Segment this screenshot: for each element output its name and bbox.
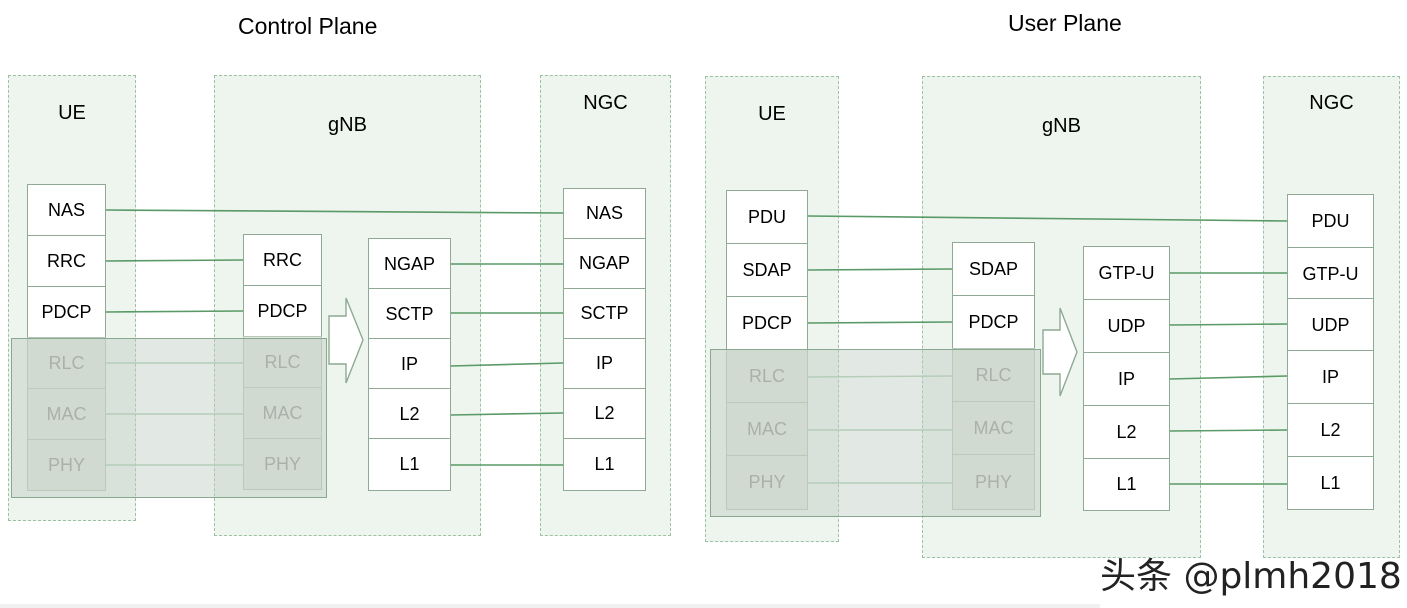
cp-gnb-layer-pdcp: PDCP [243,285,322,337]
cp-link-rrc [105,259,244,262]
up-ngc-layer-udp: UDP [1287,298,1374,352]
cp-gnb-layer-ngap: NGAP [368,238,451,290]
cp-gnb-layer-rrc: RRC [243,234,322,286]
up-gnb-layer-udp: UDP [1083,299,1170,353]
up-link-sdap [807,268,953,271]
cp-ngc-label: NGC [583,92,628,114]
up-gnb-label: gNB [1042,115,1081,137]
up-link-l2 [1169,429,1288,432]
cp-gnb-layer-sctp: SCTP [368,288,451,340]
cp-ngc-layer-l2: L2 [563,388,646,439]
up-gnb-layer-pdcp: PDCP [952,295,1035,349]
up-ue-layer-phy: PHY [726,455,808,510]
up-link-rlc [807,375,953,378]
cp-ngc-layer-l1: L1 [563,438,646,491]
up-link-pdu [807,215,1288,222]
up-gnb-layer-mac: MAC [952,401,1035,455]
cp-ue-label: UE [58,102,86,124]
up-ue-layer-sdap: SDAP [726,243,808,297]
up-gnb-layer-gtpu: GTP-U [1083,246,1170,300]
watermark: 头条 @plmh2018 [1100,556,1402,597]
cp-link-ip [450,362,564,367]
cp-ngc-layer-ip: IP [563,338,646,389]
bottom-divider [0,604,1100,608]
cp-gnb-layer-phy: PHY [243,438,322,490]
up-ue-layer-mac: MAC [726,402,808,456]
up-link-pdcp [807,321,953,324]
cp-gnb-layer-rlc: RLC [243,336,322,388]
cp-link-nas [105,209,564,214]
up-ue-label: UE [758,103,786,125]
cp-ue-layer-rlc: RLC [27,337,106,389]
up-gnb-layer-ip: IP [1083,352,1170,406]
control-plane-title: Control Plane [238,13,378,39]
up-ngc-layer-pdu: PDU [1287,194,1374,248]
up-ngc-layer-l2: L2 [1287,403,1374,457]
up-link-udp [1169,323,1288,326]
cp-ngc-layer-sctp: SCTP [563,288,646,339]
cp-ue-layer-pdcp: PDCP [27,286,106,338]
cp-ue-layer-nas: NAS [27,184,106,236]
up-gnb-layer-l1: L1 [1083,458,1170,511]
up-gnb-layer-rlc: RLC [952,348,1035,402]
up-gnb-layer-phy: PHY [952,454,1035,510]
up-ue-layer-pdcp: PDCP [726,296,808,350]
up-link-ip [1169,375,1288,380]
cp-gnb-layer-l1: L1 [368,438,451,491]
user-plane-title: User Plane [1008,10,1122,36]
cp-link-l2 [450,412,564,416]
cp-ue-layer-mac: MAC [27,388,106,440]
cp-ngc-layer-nas: NAS [563,188,646,239]
cp-link-pdcp [105,310,244,313]
cp-lower-layers-overlay [11,338,327,498]
up-ngc-layer-gtpu: GTP-U [1287,247,1374,301]
up-ngc-label: NGC [1309,92,1354,114]
cp-ue-layer-rrc: RRC [27,235,106,287]
cp-block-arrow-icon [328,297,364,384]
up-gnb-layer-sdap: SDAP [952,242,1035,296]
up-gnb-layer-l2: L2 [1083,405,1170,459]
up-block-arrow-icon [1042,307,1078,397]
cp-gnb-label: gNB [328,114,367,136]
cp-gnb-layer-mac: MAC [243,387,322,439]
cp-ue-layer-phy: PHY [27,439,106,491]
up-ngc-layer-l1: L1 [1287,456,1374,510]
